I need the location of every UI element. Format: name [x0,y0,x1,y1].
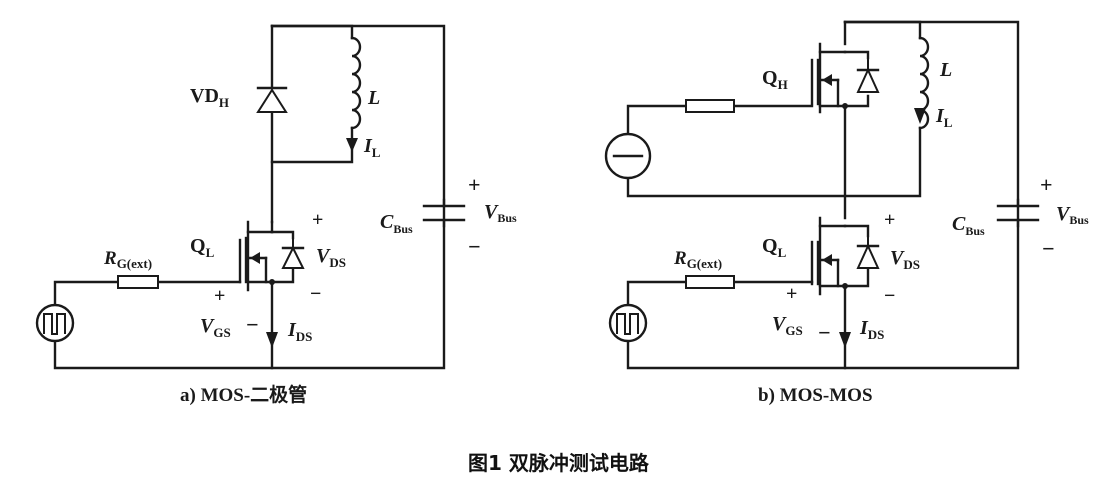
label-inductor-b: L [939,59,952,81]
label-vds-minus-a: − [310,283,321,305]
label-bus-minus-a: − [468,234,481,259]
label-vbus-a: VBus [484,201,517,225]
label-rg-b: RG(ext) [673,248,722,271]
label-il-b: IL [935,105,953,130]
pulse-source-b [608,303,648,343]
capacitor-cbus-a [422,204,466,222]
label-vdh: VDH [190,85,229,110]
capacitor-cbus-b [996,204,1040,222]
inductor-l-a [346,36,362,152]
label-cbus-a: CBus [380,211,413,236]
label-vds-minus-b: − [884,285,895,307]
resistor-qh-gate [685,99,735,113]
label-vgs-b: VGS [772,313,803,338]
label-vgs-plus-a: + [214,285,225,307]
ids-arrow-a [266,332,278,348]
diode-vdh [256,86,288,113]
label-vds-a: VDS [316,245,346,270]
label-ql-b: QL [762,235,787,260]
label-qh: QH [762,67,788,92]
label-rg-a: RG(ext) [103,248,152,271]
label-ids-a: IDS [287,319,312,344]
label-il-a: IL [363,135,381,160]
ids-arrow-b [839,332,851,348]
resistor-rg-b [685,275,735,289]
circuit-a: VDH L IL + VBus − CBus QL + VDS − RG(ext… [35,24,517,406]
label-bus-plus-b: + [1040,172,1053,197]
figure-title: 图1 双脉冲测试电路 [468,451,650,475]
label-vds-b: VDS [890,247,920,272]
label-vbus-b: VBus [1056,203,1089,227]
label-vds-plus-a: + [312,209,323,231]
mosfet-ql-b [810,216,880,296]
circuit-b-wires [626,20,1020,370]
label-vgs-minus-b: − [818,320,831,345]
mosfet-ql-a [238,220,305,292]
pulse-source-a [35,303,75,343]
caption-a: a) MOS-二极管 [180,383,307,406]
inductor-l-b [914,36,930,130]
inductor-current-arrow-a [346,138,358,152]
label-ql-a: QL [190,235,215,260]
label-vgs-minus-a: − [246,312,259,337]
label-ids-b: IDS [859,317,884,342]
label-vds-plus-b: + [884,209,895,231]
circuit-a-wires [53,24,446,370]
label-inductor-a: L [367,87,380,109]
label-cbus-b: CBus [952,213,985,238]
label-vgs-a: VGS [200,315,231,340]
circuit-b: QH L IL + VBus − CBus QL + VDS − RG(ext)… [604,20,1089,406]
label-bus-plus-a: + [468,172,481,197]
caption-b: b) MOS-MOS [758,385,873,406]
label-bus-minus-b: − [1042,236,1055,261]
label-vgs-plus-b: + [786,283,797,305]
gate-source-qh [604,132,652,180]
inductor-current-arrow-b [914,108,926,124]
resistor-rg-a [117,275,159,289]
mosfet-qh [810,42,880,114]
